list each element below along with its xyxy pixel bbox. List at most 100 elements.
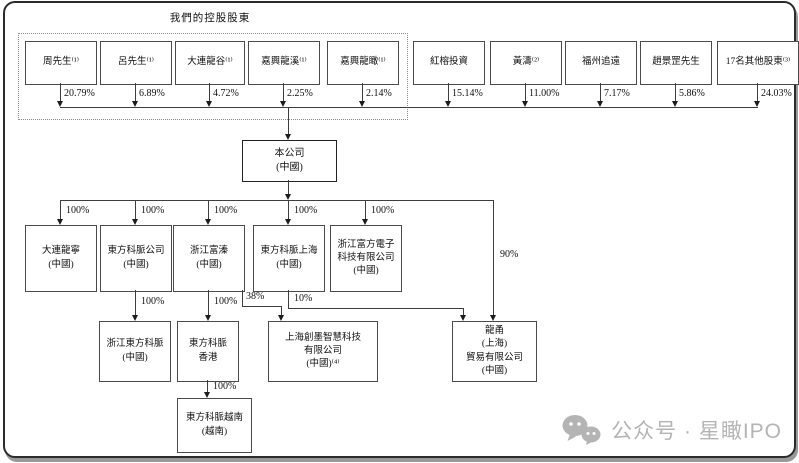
- connector-line: [60, 83, 61, 101]
- pct-others: 24.03%: [761, 88, 792, 99]
- connector-line: [283, 83, 284, 101]
- arrowhead-icon: [489, 315, 496, 321]
- connector-line: [135, 290, 136, 315]
- arrowhead-icon: [459, 315, 466, 321]
- box-kemai-vietnam: 東方科脈越南 (越南): [177, 398, 252, 453]
- pct-huangtao: 11.00%: [529, 88, 560, 99]
- arrowhead-icon: [279, 101, 286, 107]
- arrowhead-icon: [204, 219, 211, 225]
- box-longyong-shanghai: 龍甬 (上海) 貿易有限公司 (中國): [452, 321, 537, 382]
- connector-line: [135, 200, 136, 219]
- arrowhead-icon: [277, 315, 284, 321]
- box-kemai-hongkong: 東方科脈 香港: [177, 321, 239, 382]
- pct-fufang: 100%: [371, 205, 395, 216]
- arrowhead-icon: [361, 219, 368, 225]
- pct-longgu: 4.72%: [213, 88, 239, 99]
- connector-line: [757, 83, 758, 101]
- box-mr-lv: 呂先生⁽¹⁾: [100, 41, 172, 85]
- arrowhead-icon: [131, 219, 138, 225]
- pct-longxi: 2.25%: [287, 88, 313, 99]
- arrowhead-icon: [204, 315, 211, 321]
- pct-to-zj-kemai: 100%: [141, 296, 165, 307]
- box-kemai-shanghai: 東方科脈上海 (中國): [253, 225, 325, 292]
- arrowhead-icon: [131, 315, 138, 321]
- connector-line: [60, 200, 61, 219]
- box-shanghai-chuangmo: 上海創墨智慧科技 有限公司 (中國)⁽⁴⁾: [268, 321, 378, 382]
- connector-line: [60, 107, 758, 108]
- arrowhead-icon: [205, 101, 212, 107]
- connector-line: [362, 83, 363, 101]
- arrowhead-icon: [521, 101, 528, 107]
- connector-line: [281, 306, 282, 315]
- controlling-shareholders-title: 我們的控股股東: [169, 13, 251, 24]
- arrowhead-icon: [284, 194, 291, 200]
- connector-line: [208, 200, 209, 219]
- box-huang-tao: 黃濤⁽²⁾: [490, 41, 562, 85]
- connector-line: [288, 200, 289, 219]
- wechat-icon: [562, 415, 601, 445]
- connector-line: [288, 107, 289, 134]
- connector-line: [242, 306, 281, 307]
- box-the-company: 本公司 (中國): [242, 140, 337, 182]
- arrowhead-icon: [753, 101, 760, 107]
- box-mr-zhou: 周先生⁽¹⁾: [25, 41, 97, 85]
- connector-line: [365, 200, 366, 219]
- connector-line: [207, 380, 208, 392]
- connector-line: [209, 83, 210, 101]
- box-jiaxing-longkan: 嘉興龍瞰⁽¹⁾: [327, 41, 399, 85]
- arrowhead-icon: [203, 392, 210, 398]
- pct-zhou: 20.79%: [64, 88, 95, 99]
- connector-line: [208, 290, 209, 315]
- pct-to-chuangmo: 38%: [246, 291, 265, 302]
- pct-to-kemai-hk: 100%: [214, 296, 238, 307]
- connector-line: [448, 83, 449, 101]
- connector-line: [600, 83, 601, 101]
- pct-kemai-sh: 100%: [294, 205, 318, 216]
- connector-line: [493, 200, 494, 315]
- arrowhead-icon: [131, 101, 138, 107]
- arrowhead-icon: [56, 219, 63, 225]
- pct-fuzhen: 100%: [214, 205, 238, 216]
- connector-line: [288, 308, 463, 309]
- pct-longkan: 2.14%: [366, 88, 392, 99]
- connector-line: [525, 83, 526, 101]
- arrowhead-icon: [284, 219, 291, 225]
- connector-line: [242, 290, 243, 306]
- pct-hongrong: 15.14%: [452, 88, 483, 99]
- connector-line: [135, 83, 136, 101]
- box-dalian-longning: 大連龍寧 (中國): [25, 225, 97, 292]
- connector-line: [463, 308, 464, 315]
- box-dalian-longgu: 大連龍谷⁽¹⁾: [175, 41, 245, 85]
- pct-company-to-longyong: 90%: [500, 249, 519, 260]
- controlling-shareholders-group-box: [18, 33, 408, 120]
- box-zhejiang-dongfang-kemai: 浙江東方科脈 (中國): [99, 321, 171, 382]
- arrowhead-icon: [56, 101, 63, 107]
- watermark-text: 公众号 · 星瞰IPO: [611, 420, 782, 443]
- box-mr-zhao-jinggang: 趙景罡先生: [640, 41, 712, 85]
- box-hongrong-invest: 紅榕投資: [413, 41, 485, 85]
- connector-line: [675, 83, 676, 101]
- pct-fuzhou: 7.17%: [604, 88, 630, 99]
- box-17-other-holders: 17名其他股東⁽³⁾: [717, 41, 799, 85]
- arrowhead-icon: [444, 101, 451, 107]
- box-zhejiang-fuzhen: 浙江富溱 (中國): [173, 225, 245, 292]
- document-card-frame: 我們的控股股東 周先生⁽¹⁾ 呂先生⁽¹⁾ 大連龍谷⁽¹⁾ 嘉興龍溪⁽¹⁾ 嘉興…: [3, 1, 799, 458]
- arrowhead-icon: [358, 101, 365, 107]
- connector-line: [288, 180, 289, 194]
- pct-kemai-co: 100%: [141, 205, 165, 216]
- pct-to-kemai-vietnam: 100%: [213, 381, 237, 392]
- box-kemai-company: 東方科脈公司 (中國): [100, 225, 172, 292]
- box-jiaxing-longxi: 嘉興龍溪⁽¹⁾: [248, 41, 320, 85]
- arrowhead-icon: [596, 101, 603, 107]
- arrowhead-icon: [284, 134, 291, 140]
- pct-shanghai-to-longyong: 10%: [294, 293, 313, 304]
- connector-line: [288, 290, 289, 308]
- box-zhejiang-fufang: 浙江富方電子 科技有限公司 (中國): [330, 225, 402, 292]
- watermark: 公众号 · 星瞰IPO: [562, 414, 782, 446]
- pct-lv: 6.89%: [139, 88, 165, 99]
- pct-longning: 100%: [66, 205, 90, 216]
- arrowhead-icon: [671, 101, 678, 107]
- connector-line: [60, 200, 494, 201]
- box-fuzhou-zhuiyuan: 福州追遠: [565, 41, 637, 85]
